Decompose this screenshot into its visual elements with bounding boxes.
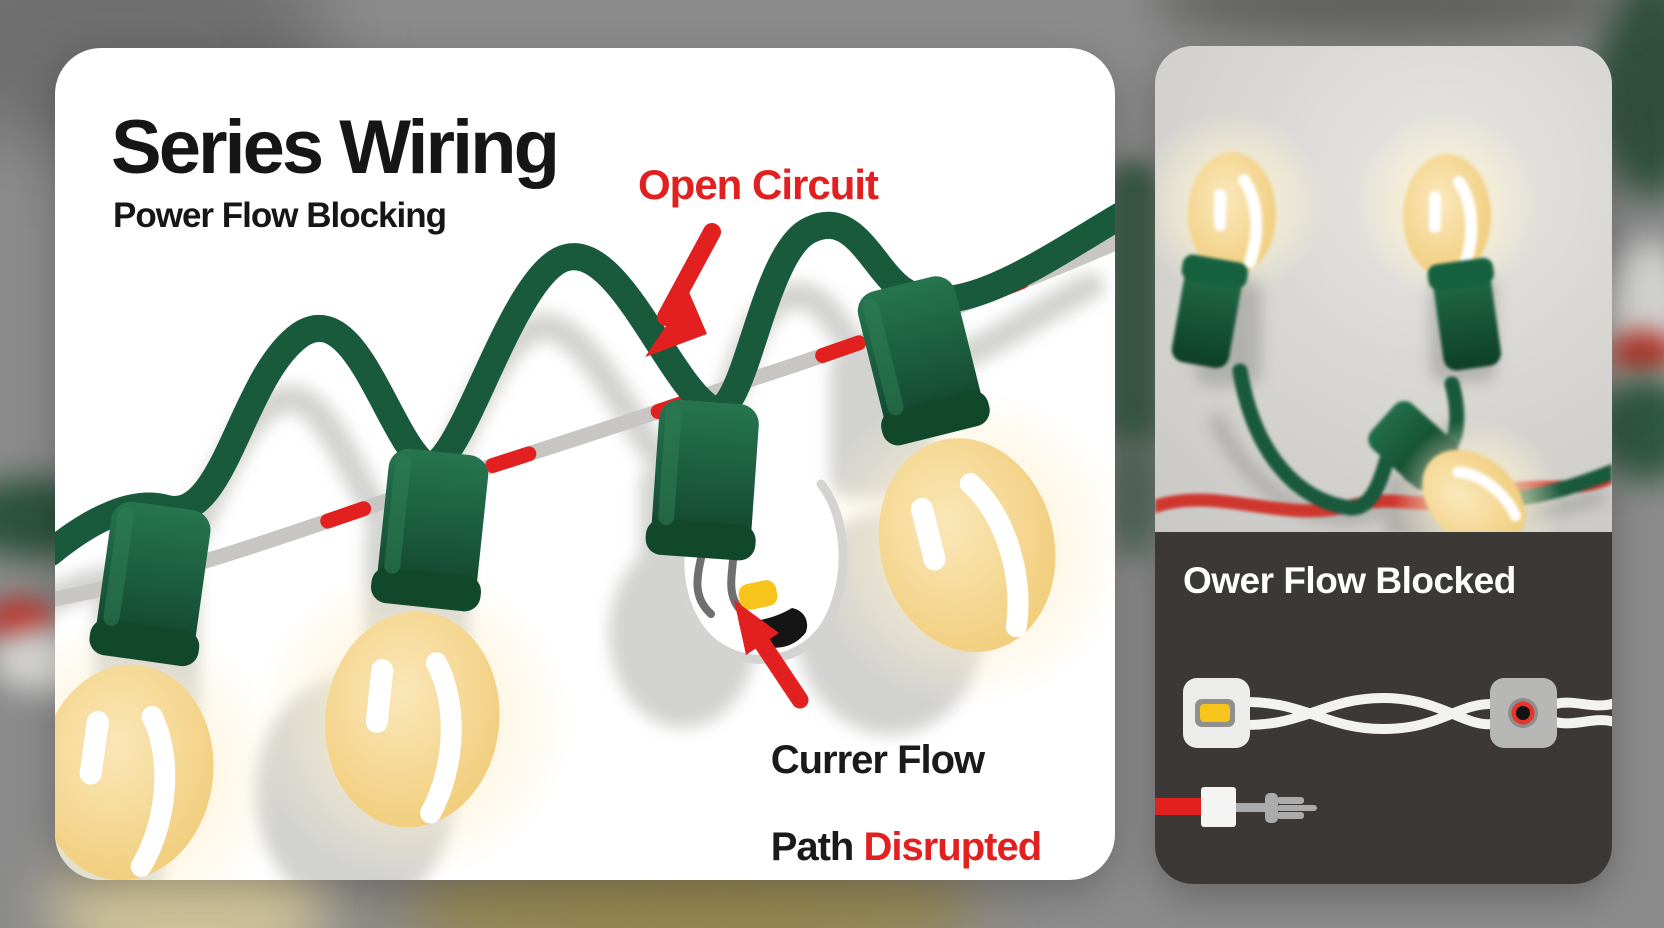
main-diagram-card: Series Wiring Power Flow Blocking Open C…	[55, 48, 1115, 880]
arrow-down-icon	[645, 223, 721, 357]
bg-blob-gap-green-low	[1108, 430, 1158, 560]
current-flow-line2-prefix: Path	[770, 824, 864, 869]
panel-lights-illustration	[1155, 109, 1612, 532]
current-flow-line2-highlight: Disrupted	[863, 824, 1042, 869]
blocked-flow-diagram	[1155, 678, 1612, 827]
panel-lit-bulb	[1368, 401, 1564, 532]
panel-heading: Ower Flow Blocked	[1183, 560, 1516, 601]
light-socket	[236, 446, 599, 880]
wire-pair	[1242, 692, 1612, 735]
green-wire	[55, 203, 1115, 566]
filament-stub	[738, 580, 778, 610]
string-lights-illustration	[55, 203, 1115, 880]
panel-status-section: Ower Flow Blocked	[1155, 532, 1612, 884]
card-title: Series Wiring	[111, 105, 560, 190]
bg-blob-gap-green	[1106, 160, 1160, 450]
bulb-connector-icon	[1183, 678, 1250, 748]
bg-blob-right-mid-red	[1608, 330, 1664, 376]
current-flow-line1: Currer Flow	[770, 738, 985, 783]
panel-lit-bulb	[1352, 111, 1542, 371]
side-panel-card: Ower Flow Blocked	[1155, 46, 1612, 884]
open-circuit-label: Open Circuit	[638, 161, 879, 208]
panel-photo-section	[1155, 46, 1612, 532]
disconnected-plug-icon	[1155, 787, 1317, 827]
arrow-up-icon	[734, 600, 809, 709]
current-flow-label: Currer Flow Path Disrupted	[710, 696, 1042, 880]
bg-blob-above-panel	[1150, 0, 1630, 34]
plug-red-wire	[1155, 798, 1203, 815]
card-subtitle: Power Flow Blocking	[113, 196, 447, 235]
blocked-socket-icon	[1490, 678, 1557, 748]
light-socket	[644, 398, 766, 562]
panel-lit-bulb	[1155, 109, 1327, 369]
